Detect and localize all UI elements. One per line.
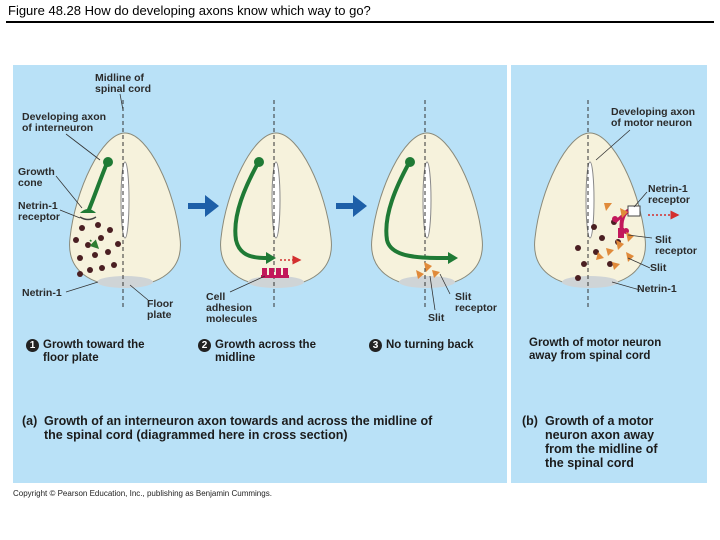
growth-cone (266, 252, 276, 264)
axon (233, 162, 271, 260)
step-b: Growth of motor neuron away from spinal … (529, 337, 662, 362)
label-developing-axon-interneuron: Developing axon of interneuron (22, 111, 107, 134)
cell-body (405, 157, 415, 167)
copyright-notice: Copyright © Pearson Education, Inc., pub… (13, 489, 272, 498)
cord-step-2 (220, 100, 332, 310)
cord-motor-neuron (534, 100, 680, 310)
label-midline: Midline of spinal cord (95, 72, 152, 95)
label-netrin-receptor-b: Netrin-1 receptor (648, 183, 691, 206)
step-1: 1 Growth toward the floor plate (26, 339, 145, 365)
cell-adhesion-molecules (261, 268, 289, 278)
step-2: 2 Growth across the midline (198, 339, 316, 365)
floor-plate (562, 276, 618, 288)
label-growth-cone: Growth cone (18, 166, 55, 189)
label-slit-b: Slit (650, 262, 667, 274)
number-badge-icon: 2 (198, 339, 211, 352)
netrin-receptor (79, 216, 97, 221)
cord-step-1 (69, 100, 181, 310)
step-3: 3 No turning back (369, 339, 474, 352)
label-netrin-b: Netrin-1 (637, 283, 677, 295)
title-divider (6, 21, 714, 23)
slit-molecules (416, 262, 440, 279)
step-2-text: Growth across the midline (215, 339, 316, 364)
step-1-text: Growth toward the floor plate (43, 339, 145, 364)
cell-body (103, 157, 113, 167)
number-badge-icon: 3 (369, 339, 382, 352)
floor-plate (399, 276, 455, 288)
label-developing-axon-motor-neuron: Developing axon of motor neuron (611, 106, 696, 129)
caption-b-letter: (b) (522, 414, 538, 428)
figure-title: Figure 48.28 How do developing axons kno… (8, 3, 371, 18)
netrin-gradient (73, 222, 121, 277)
label-netrin-receptor: Netrin-1 receptor (18, 200, 61, 223)
growth-cone (612, 216, 629, 238)
label-floor-plate: Floor plate (147, 298, 174, 321)
caption-b: Growth of a motor neuron axon away from … (545, 414, 658, 470)
label-netrin: Netrin-1 (22, 287, 62, 299)
cell-body (254, 157, 264, 167)
growth-cone (448, 252, 458, 264)
axon (384, 162, 451, 260)
cord-step-3 (371, 100, 483, 310)
leader-lines (55, 93, 653, 311)
caption-a: Growth of an interneuron axon towards an… (44, 414, 433, 442)
label-slit: Slit (428, 312, 445, 324)
number-badge-icon: 1 (26, 339, 39, 352)
slit-molecules (596, 203, 634, 270)
step-3-text: No turning back (386, 339, 474, 351)
step-arrow-icon (188, 195, 219, 217)
floor-plate (248, 276, 304, 288)
label-slit-receptor: Slit receptor (455, 291, 498, 314)
axon (86, 162, 109, 213)
growth-cone (80, 209, 96, 213)
netrin-receptor (627, 205, 641, 217)
label-slit-receptor-b: Slit receptor (655, 234, 698, 257)
step-arrow-icon (336, 195, 367, 217)
caption-a-letter: (a) (22, 414, 38, 428)
floor-plate (97, 276, 153, 288)
growth-direction-arrow (89, 239, 100, 250)
label-cell-adhesion-molecules: Cell adhesion molecules (206, 291, 258, 325)
